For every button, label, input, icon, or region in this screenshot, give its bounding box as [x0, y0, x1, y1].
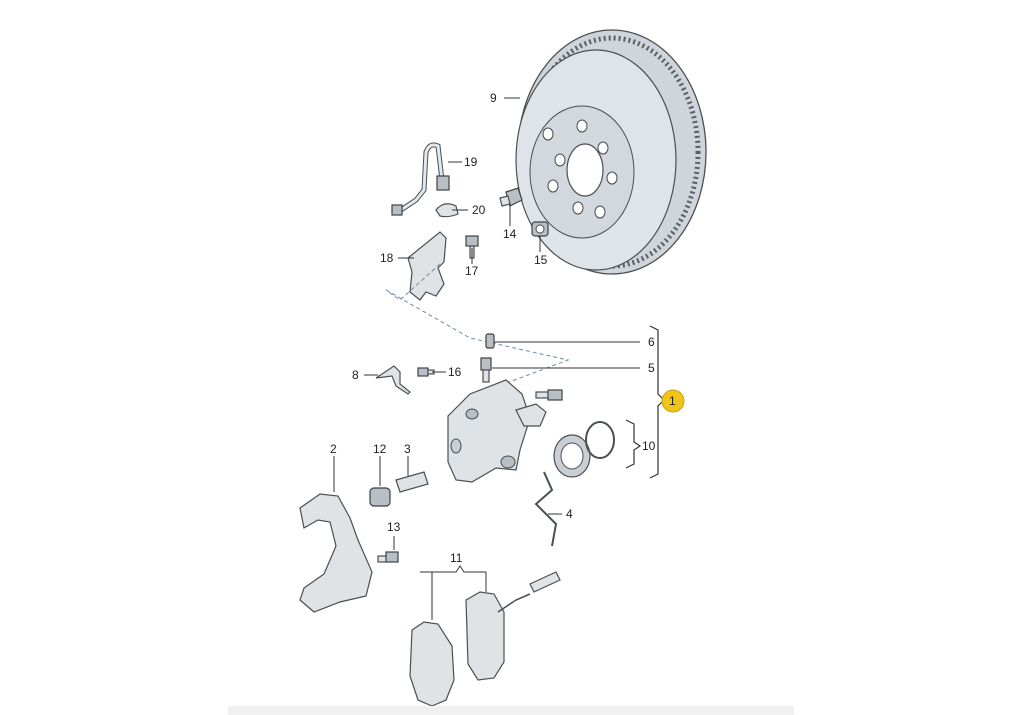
bottom-divider	[228, 706, 794, 715]
label-4[interactable]: 4	[566, 507, 573, 521]
small-bracket	[375, 365, 411, 395]
bolt-15	[531, 221, 549, 237]
label-9[interactable]: 9	[490, 91, 497, 105]
label-17[interactable]: 17	[465, 264, 479, 278]
highlight-badge-1[interactable]	[661, 389, 685, 413]
label-20[interactable]: 20	[472, 203, 486, 217]
label-16[interactable]: 16	[448, 365, 462, 379]
part-labels: 1 2 3 4 5 6 8 9 10 11 12 13 14 15 16 17 …	[330, 91, 676, 565]
bolt-14	[499, 187, 523, 207]
retaining-clip	[435, 203, 459, 218]
wear-sensor	[497, 571, 561, 613]
group-bracket-10	[625, 419, 642, 469]
label-15[interactable]: 15	[534, 253, 548, 267]
label-6[interactable]: 6	[648, 335, 655, 349]
label-13[interactable]: 13	[387, 520, 401, 534]
label-2[interactable]: 2	[330, 442, 337, 456]
anti-rattle-spring	[534, 471, 558, 547]
brake-pad-right	[465, 591, 505, 681]
label-3[interactable]: 3	[404, 442, 411, 456]
label-10[interactable]: 10	[642, 439, 656, 453]
piston-seal-kit	[553, 421, 615, 478]
wheel-bolt-holes	[542, 119, 618, 219]
brake-pad-left	[409, 621, 455, 707]
brake-carrier	[299, 493, 373, 613]
bleeder-valve	[480, 357, 492, 383]
label-14[interactable]: 14	[503, 227, 517, 241]
bolt-16	[417, 367, 435, 377]
label-1[interactable]: 1	[669, 394, 676, 408]
label-11[interactable]: 11	[450, 551, 463, 565]
label-19[interactable]: 19	[464, 155, 478, 169]
guide-pin	[395, 471, 429, 493]
bolt-13	[377, 551, 399, 563]
leader-lines	[333, 97, 640, 620]
bolt-sleeve	[369, 487, 391, 507]
dust-cap	[485, 333, 495, 349]
label-5[interactable]: 5	[648, 361, 655, 375]
label-12[interactable]: 12	[373, 442, 387, 456]
brake-hose	[391, 142, 450, 216]
caliper-bolt	[535, 389, 563, 401]
brake-disc	[515, 29, 707, 275]
label-8[interactable]: 8	[352, 368, 359, 382]
label-18[interactable]: 18	[380, 251, 394, 265]
brake-caliper-housing	[447, 379, 547, 483]
assembly-guide-line-2	[385, 263, 441, 301]
hose-bracket	[407, 231, 447, 301]
